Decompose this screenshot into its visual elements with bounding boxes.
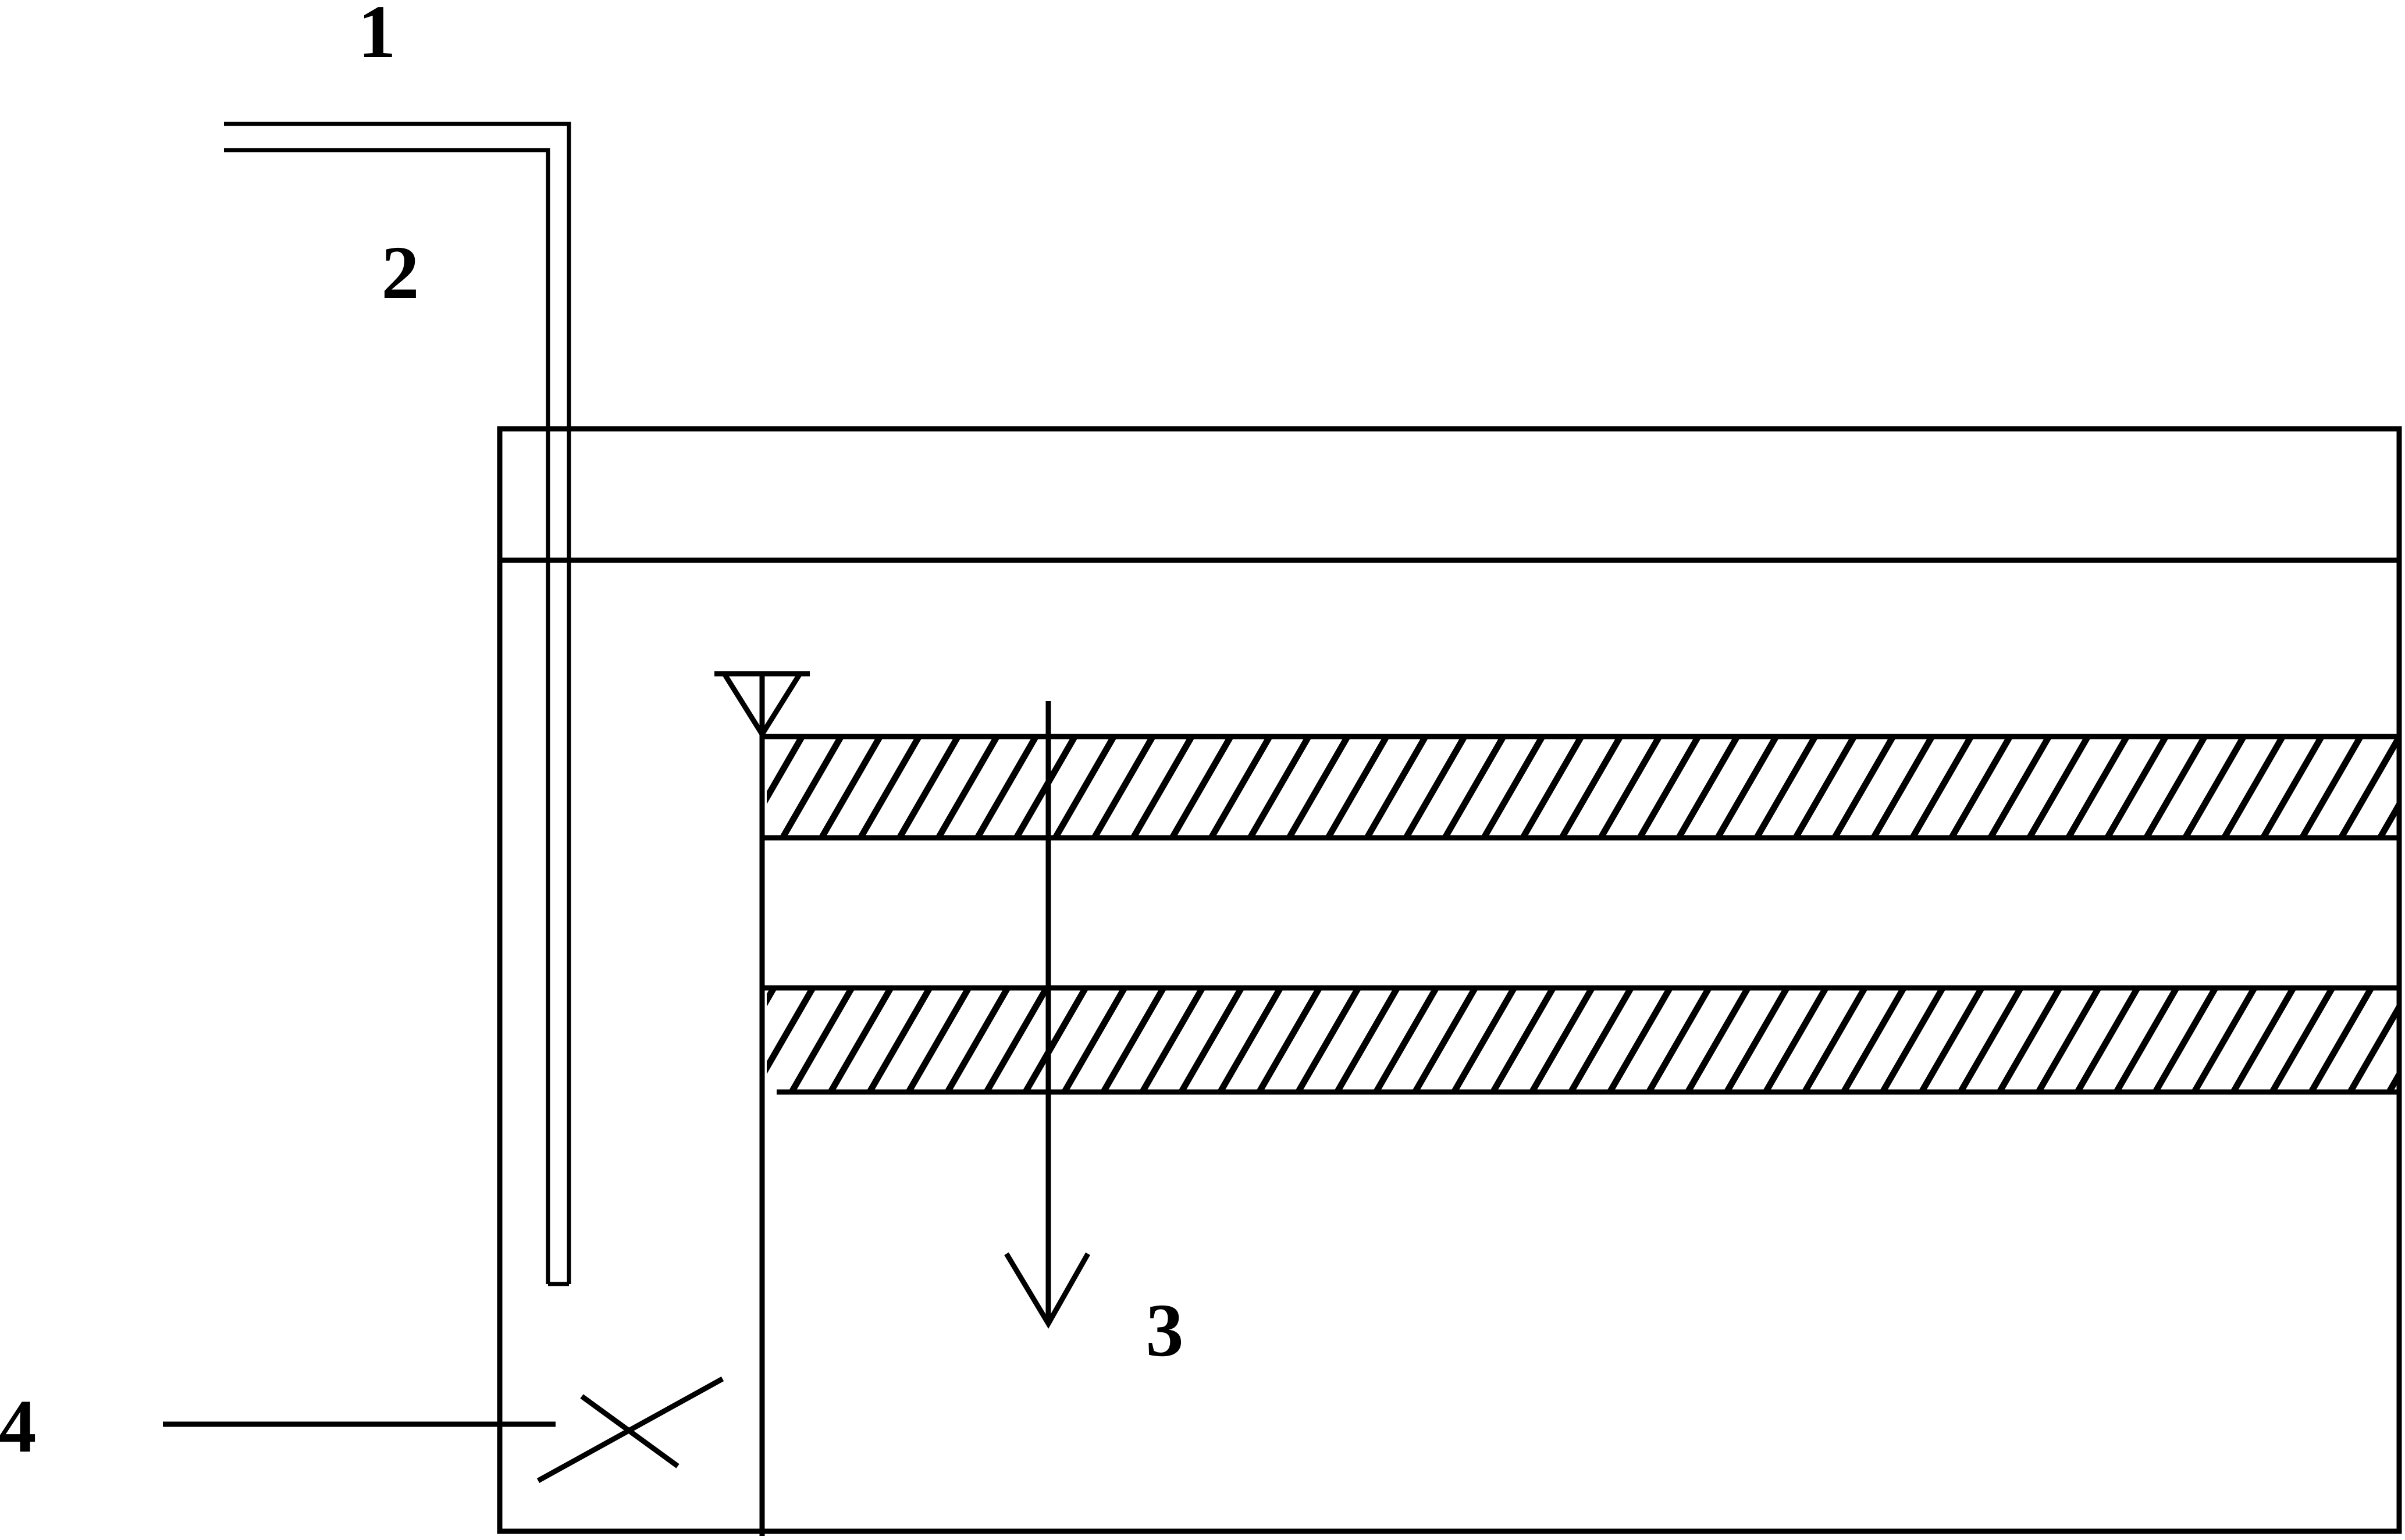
flow-arrow-head	[1004, 1252, 1090, 1329]
aerator-stroke-b	[580, 1394, 679, 1468]
hatched-layer-upper	[767, 738, 2399, 837]
pipe-inner-wall	[224, 148, 550, 1284]
label-3: 3	[1146, 1289, 1184, 1372]
hatched-layer-lower	[767, 989, 2399, 1091]
pipe-outer-wall	[224, 122, 571, 1284]
label-4: 4	[0, 1385, 37, 1468]
tank-outer	[497, 426, 2402, 1534]
label-2: 2	[382, 231, 419, 315]
water-level-marker	[719, 671, 805, 739]
label-1: 1	[358, 0, 396, 74]
